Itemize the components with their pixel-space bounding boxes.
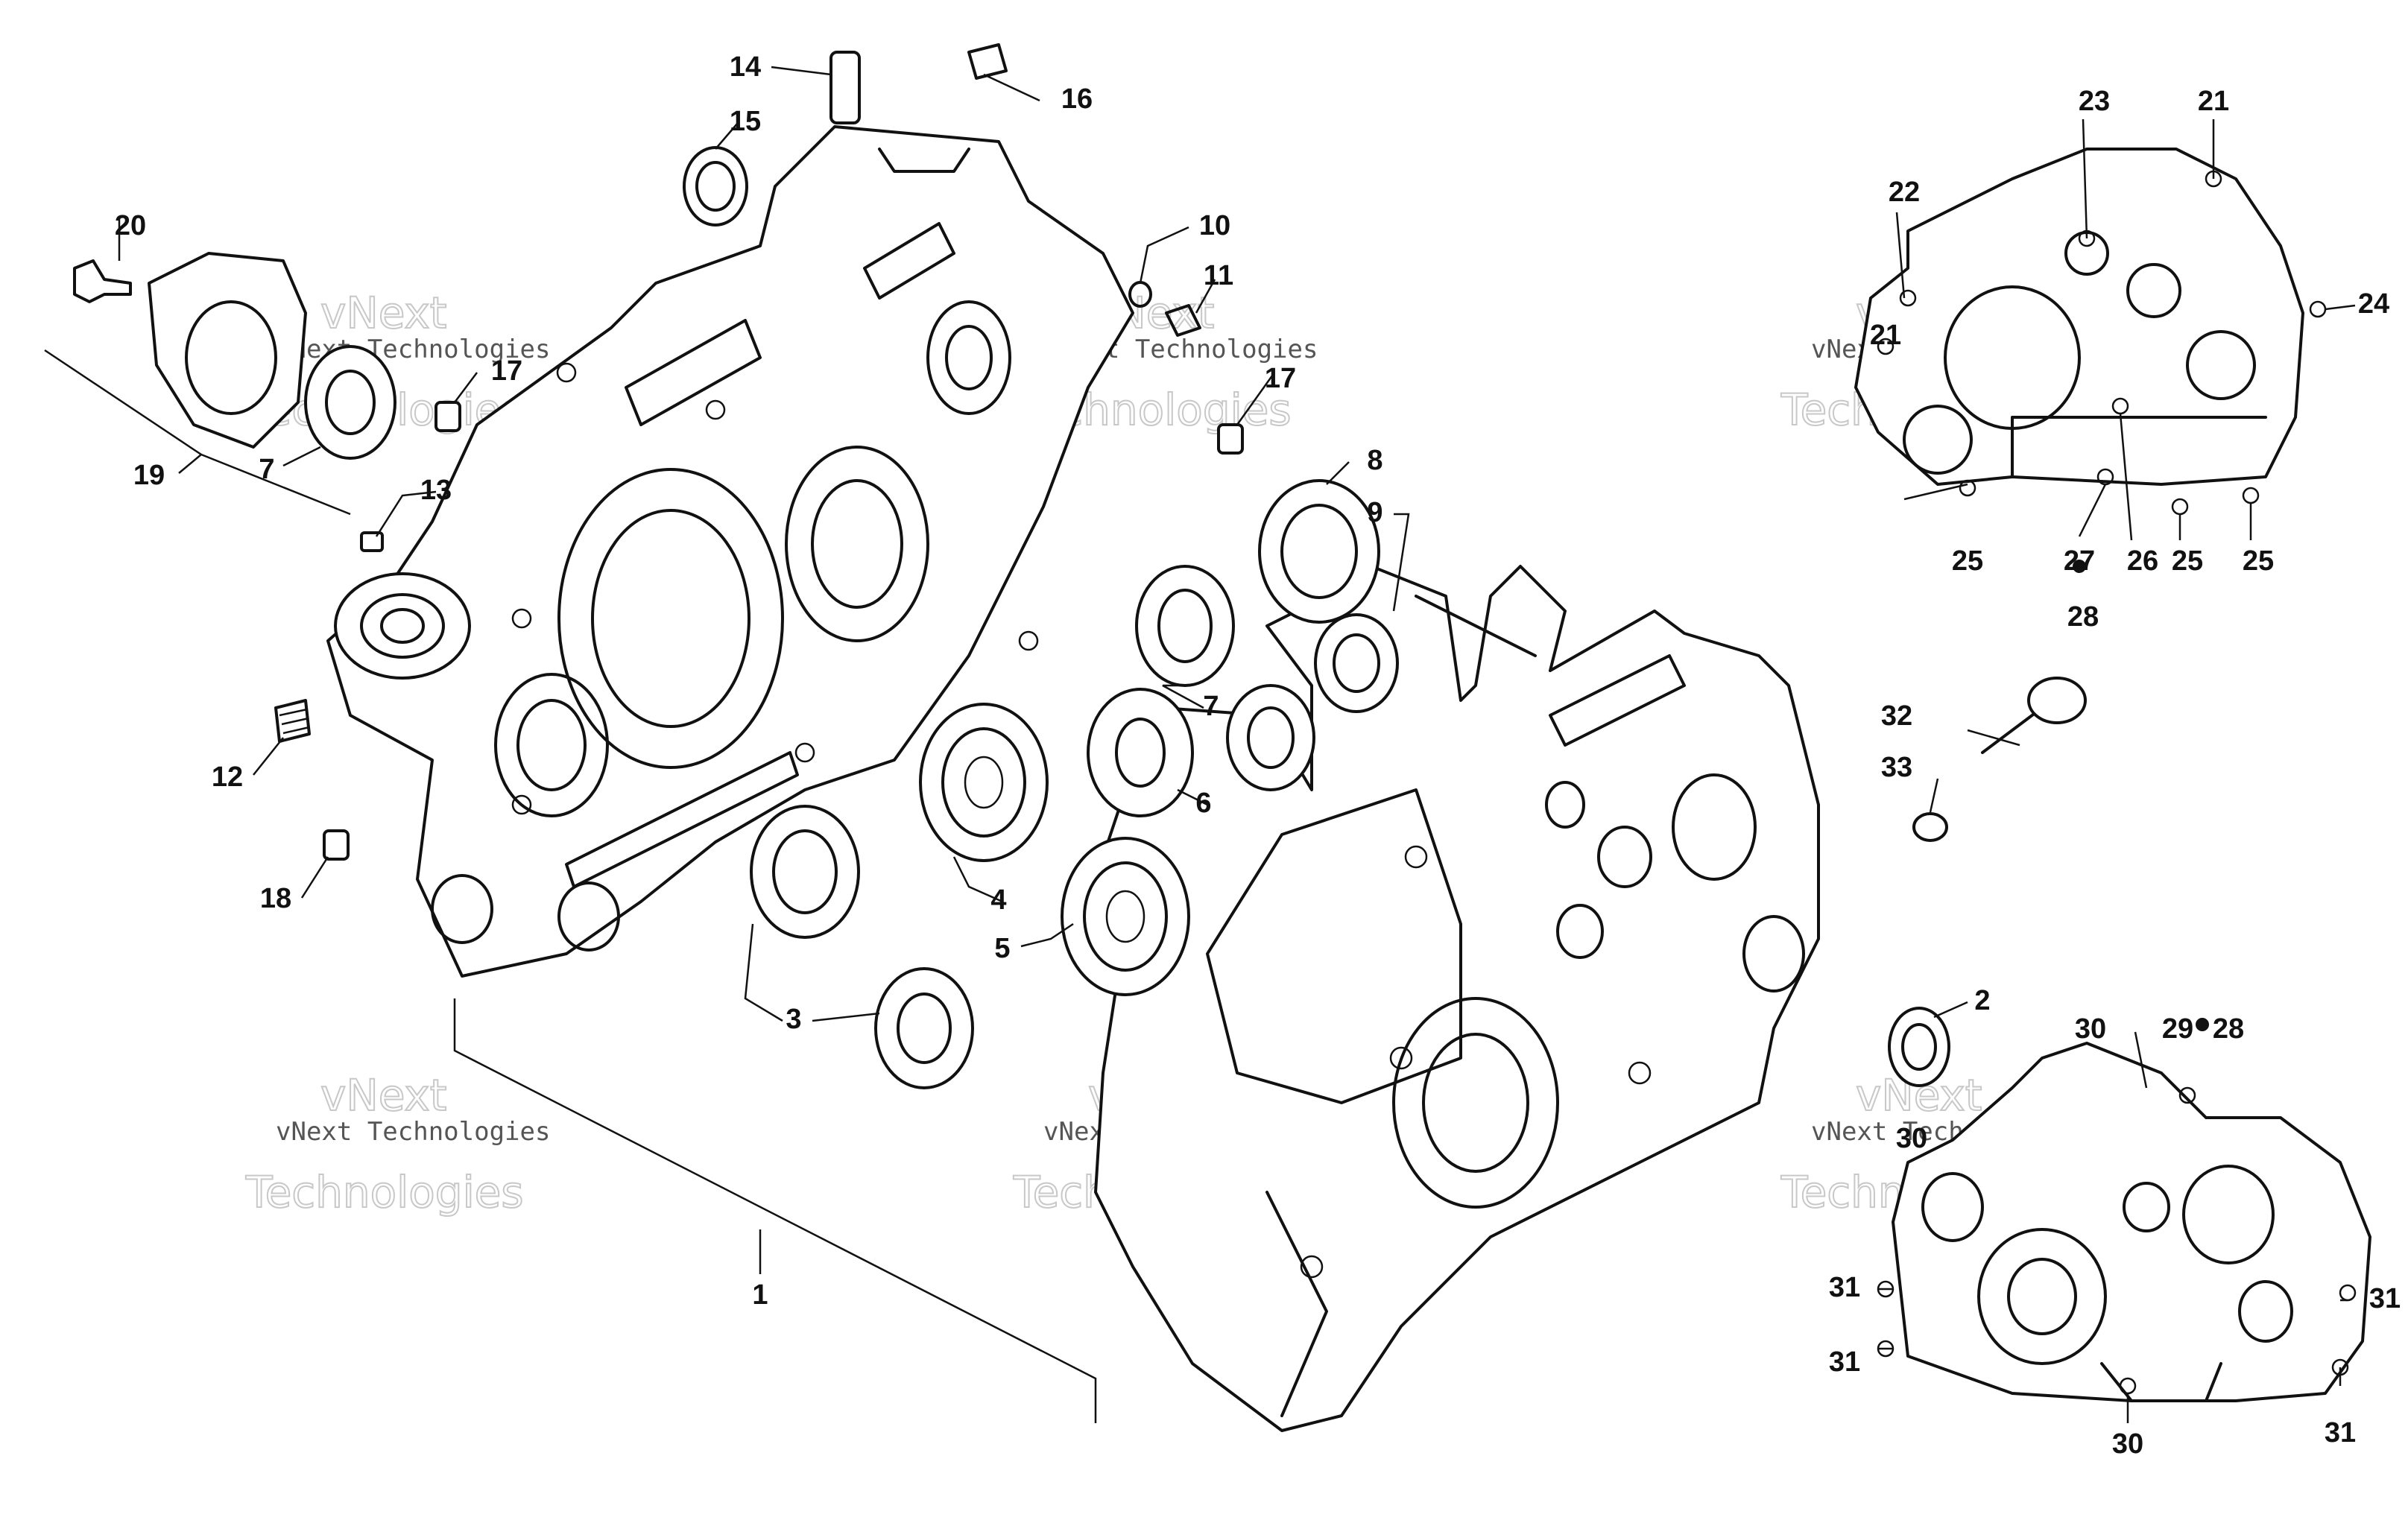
callout-19: 19 [133, 460, 165, 491]
callout-33: 33 [1881, 752, 1912, 783]
callout-16: 16 [1061, 83, 1093, 115]
left-crankcase-half [326, 125, 1134, 978]
callout-31: 31 [1829, 1346, 1860, 1378]
callout-25: 25 [2243, 545, 2274, 577]
callout-23: 23 [2079, 86, 2110, 117]
callout-14: 14 [730, 51, 761, 83]
callout-labels: 14 16 15 20 10 11 17 17 19 7 13 8 9 12 7… [115, 51, 2401, 1460]
callout-4: 4 [990, 884, 1006, 916]
callout-20: 20 [115, 210, 146, 241]
callout-2: 2 [1974, 985, 1990, 1016]
callout-10: 10 [1199, 210, 1230, 241]
callout-17: 17 [491, 355, 522, 387]
callout-28: 28 [2067, 601, 2099, 633]
callout-25: 25 [2172, 545, 2203, 577]
callout-22: 22 [1889, 177, 1920, 208]
watermark-text: vNext Technologies [276, 1117, 550, 1147]
callout-1: 1 [752, 1279, 768, 1311]
callout-31: 31 [2369, 1283, 2401, 1314]
callout-15: 15 [730, 106, 761, 137]
callout-6: 6 [1195, 788, 1211, 819]
bearings-group [73, 43, 2087, 1089]
callout-7: 7 [259, 454, 274, 485]
callout-3: 3 [786, 1004, 801, 1035]
callout-27: 27 [2064, 545, 2095, 577]
detail-view-right-case [1877, 1018, 2371, 1402]
watermark-vnext: vNext [320, 1070, 446, 1121]
callout-25: 25 [1952, 545, 1983, 577]
callout-24: 24 [2358, 288, 2389, 320]
callout-12: 12 [212, 762, 243, 793]
callout-31: 31 [2325, 1417, 2356, 1449]
callout-13: 13 [420, 475, 452, 506]
callout-17: 17 [1265, 363, 1296, 394]
callout-30: 30 [2112, 1428, 2143, 1460]
watermark-vnext: vNext [320, 288, 446, 338]
detail-view-left-case [1854, 148, 2327, 573]
callout-9: 9 [1367, 497, 1382, 528]
callout-5: 5 [994, 933, 1010, 964]
callout-29: 29 [2162, 1013, 2193, 1045]
callout-21: 21 [1870, 320, 1901, 351]
callout-7: 7 [1203, 691, 1219, 722]
callout-11: 11 [1204, 260, 1233, 291]
callout-30: 30 [2075, 1013, 2106, 1045]
callout-21: 21 [2198, 86, 2229, 117]
callout-28: 28 [2213, 1013, 2244, 1045]
callout-30: 30 [1896, 1123, 1927, 1154]
callout-18: 18 [260, 883, 291, 914]
callout-26: 26 [2127, 545, 2158, 577]
callout-32: 32 [1881, 700, 1912, 732]
callout-8: 8 [1367, 445, 1382, 476]
watermark-technologies: Technologies [245, 1167, 524, 1218]
leader-lines [44, 66, 2356, 1423]
callout-31: 31 [1829, 1272, 1860, 1303]
